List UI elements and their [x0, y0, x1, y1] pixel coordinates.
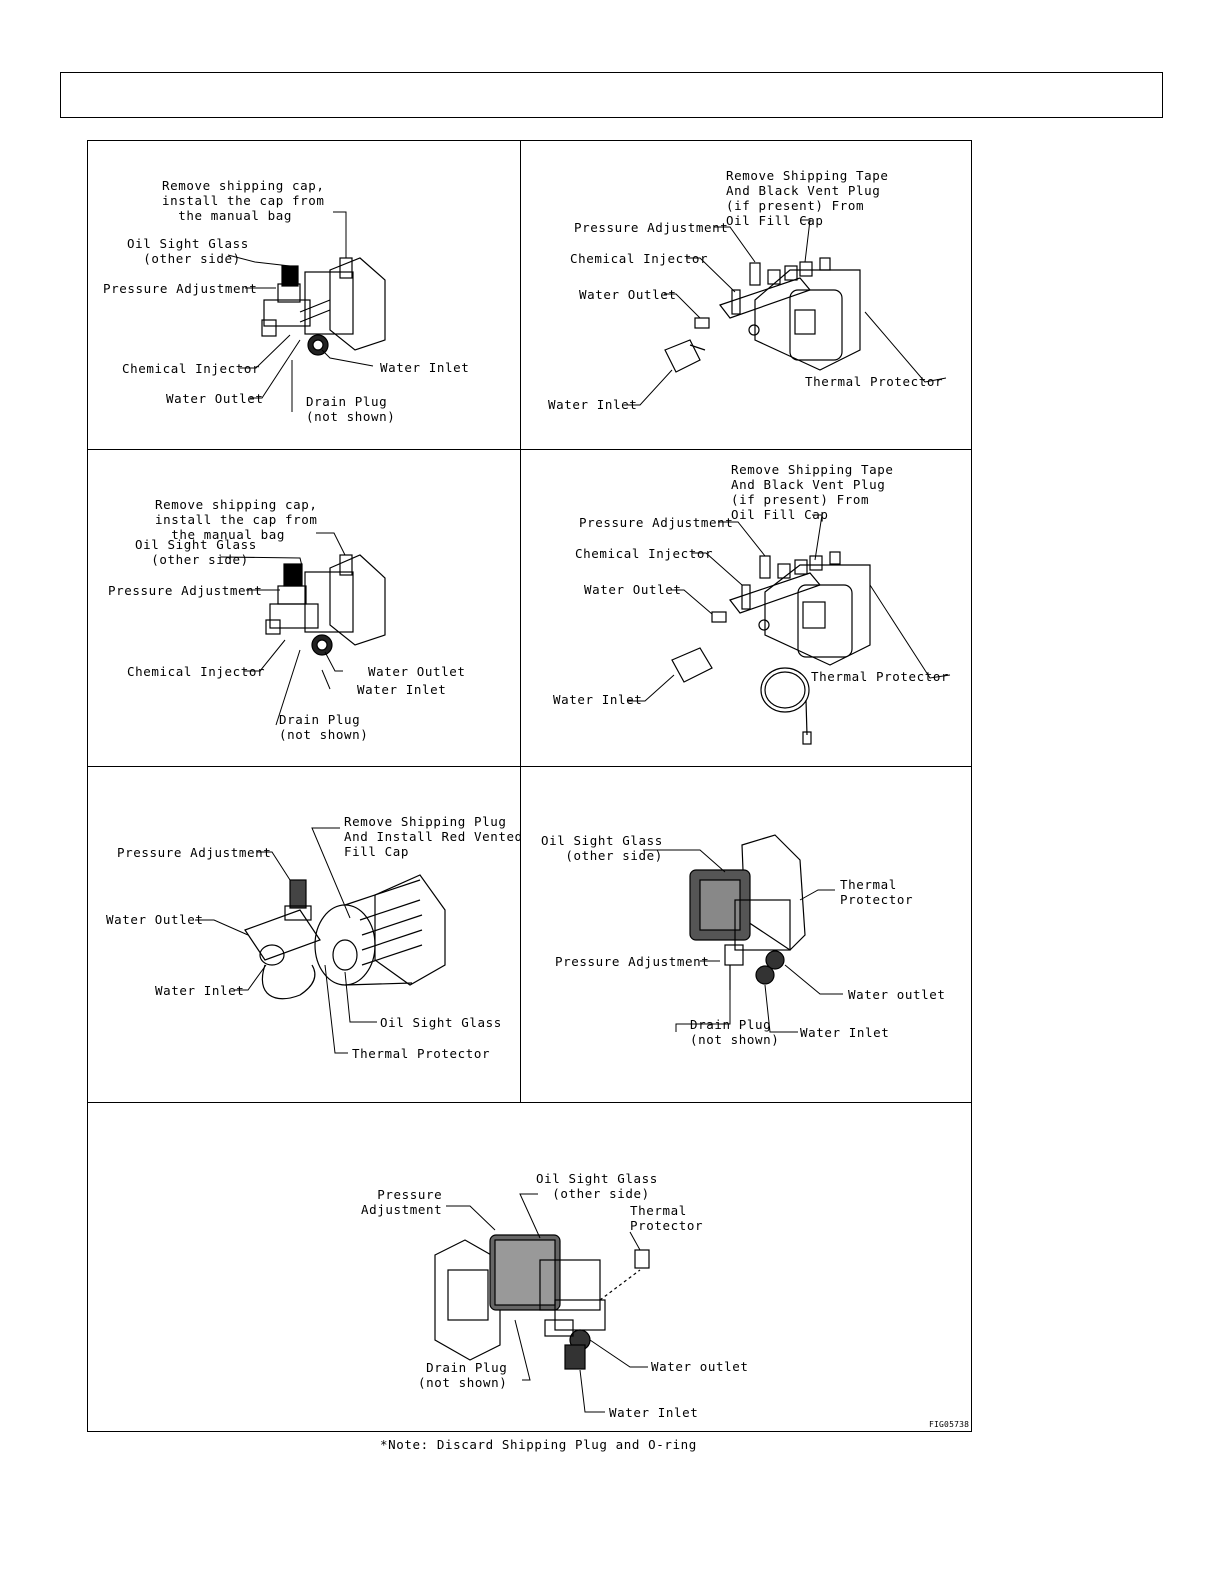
p6-pressure-adjustment-label: Pressure Adjustment — [555, 954, 710, 969]
p3-chemical-injector-label: Chemical Injector — [127, 664, 266, 679]
p4-thermal-protector-label: Thermal Protector — [811, 669, 950, 684]
p2-thermal-protector-label: Thermal Protector — [805, 374, 944, 389]
p1-water-inlet-label: Water Inlet — [380, 360, 470, 375]
pump-drawing-6 — [689, 834, 806, 990]
p3-pressure-adjustment-label: Pressure Adjustment — [108, 583, 263, 598]
pump-drawing-2 — [664, 257, 861, 373]
p4-shipping-tape-label: Remove Shipping Tape And Black Vent Plug… — [731, 462, 894, 522]
diagram-frame — [87, 140, 972, 1432]
p3-drain-plug-label: Drain Plug (not shown) — [279, 712, 369, 742]
p2-water-outlet-label: Water Outlet — [579, 287, 677, 302]
p6-water-inlet-label: Water Inlet — [800, 1025, 890, 1040]
p6-water-outlet-label: Water outlet — [848, 987, 946, 1002]
pump-drawing-1 — [261, 257, 386, 356]
pump-drawing-4 — [671, 551, 871, 745]
discard-note: *Note: Discard Shipping Plug and O-ring — [380, 1437, 697, 1452]
p2-water-inlet-label: Water Inlet — [548, 397, 638, 412]
pump-drawing-7 — [434, 1234, 650, 1370]
column-divider — [520, 140, 521, 1102]
p3-oil-sight-glass-label: Oil Sight Glass (other side) — [135, 537, 257, 567]
row-divider — [87, 449, 972, 450]
p1-oil-sight-glass-label: Oil Sight Glass (other side) — [127, 236, 249, 266]
p4-pressure-adjustment-label: Pressure Adjustment — [579, 515, 734, 530]
p7-drain-plug-label: Drain Plug (not shown) — [418, 1360, 508, 1390]
p7-water-outlet-label: Water outlet — [651, 1359, 749, 1374]
p1-drain-plug-label: Drain Plug (not shown) — [306, 394, 396, 424]
p4-water-inlet-label: Water Inlet — [553, 692, 643, 707]
p6-oil-sight-glass-label: Oil Sight Glass (other side) — [541, 833, 663, 863]
p4-chemical-injector-label: Chemical Injector — [575, 546, 714, 561]
p2-shipping-tape-label: Remove Shipping Tape And Black Vent Plug… — [726, 168, 889, 228]
figure-id: FIG05738 — [929, 1420, 970, 1429]
p1-pressure-adjustment-label: Pressure Adjustment — [103, 281, 258, 296]
header-box — [60, 72, 1163, 118]
p4-water-outlet-label: Water Outlet — [584, 582, 682, 597]
p5-water-inlet-label: Water Inlet — [155, 983, 245, 998]
p6-drain-plug-label: Drain Plug (not shown) — [690, 1017, 780, 1047]
p6-thermal-protector-label: Thermal Protector — [840, 877, 914, 907]
pump-drawing-3 — [265, 554, 386, 656]
p1-water-outlet-label: Water Outlet — [166, 391, 264, 406]
p3-cap-label: Remove shipping cap, install the cap fro… — [155, 497, 318, 542]
p5-water-outlet-label: Water Outlet — [106, 912, 204, 927]
row-divider — [87, 766, 972, 767]
p2-pressure-adjustment-label: Pressure Adjustment — [574, 220, 729, 235]
p1-cap-label: Remove shipping cap, install the cap fro… — [162, 178, 325, 223]
row-divider — [87, 1102, 972, 1103]
p2-chemical-injector-label: Chemical Injector — [570, 251, 709, 266]
p7-water-inlet-label: Water Inlet — [609, 1405, 699, 1420]
p5-oil-sight-glass-label: Oil Sight Glass — [380, 1015, 502, 1030]
p1-chemical-injector-label: Chemical Injector — [122, 361, 261, 376]
p7-pressure-adjustment-label: Pressure Adjustment — [361, 1187, 443, 1217]
p5-pressure-adjustment-label: Pressure Adjustment — [117, 845, 272, 860]
pump-drawing-5 — [244, 874, 446, 1000]
p5-thermal-protector-label: Thermal Protector — [352, 1046, 491, 1061]
p3-water-outlet-label: Water Outlet — [368, 664, 466, 679]
p7-thermal-protector-label: Thermal Protector — [630, 1203, 704, 1233]
p5-shipping-plug-label: Remove Shipping Plug And Install Red Ven… — [344, 814, 523, 859]
p7-oil-sight-glass-label: Oil Sight Glass (other side) — [536, 1171, 658, 1201]
p3-water-inlet-label: Water Inlet — [357, 682, 447, 697]
